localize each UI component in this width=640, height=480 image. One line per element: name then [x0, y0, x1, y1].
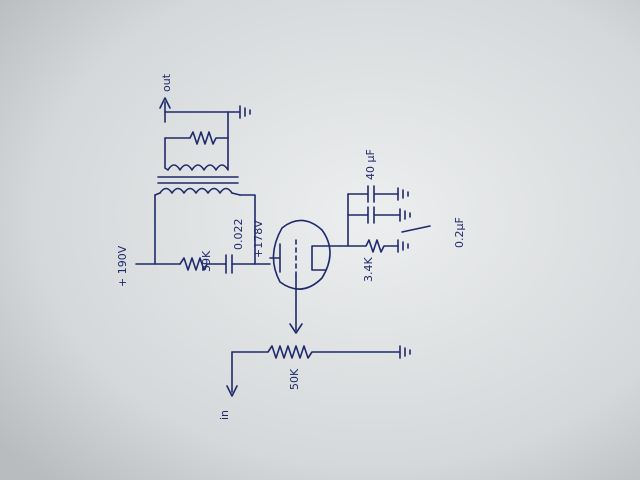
cathode-resistor-label: 3.4K	[362, 257, 375, 282]
plate-voltage-label: +178V	[252, 220, 265, 258]
load-resistor-frame	[164, 131, 229, 145]
ground-symbol-cathode-2	[399, 208, 411, 222]
tube-envelope	[272, 219, 331, 290]
bypass-cap-label: 0.2µF	[453, 217, 466, 248]
input-pot-label: 50K	[288, 368, 301, 390]
bypass-label-pointer	[401, 225, 431, 233]
triode-tube	[269, 219, 341, 331]
plate-resistor-label: 39K	[200, 250, 213, 272]
filter-cap-branch	[347, 185, 399, 203]
ground-symbol-cathode-3	[397, 239, 409, 253]
output-label: out	[160, 73, 173, 92]
primary-winding	[159, 187, 233, 194]
filter-cap-label: 40 µF	[364, 149, 377, 180]
wiper-arrow	[289, 323, 303, 334]
cathode-resistor	[347, 239, 399, 253]
ground-symbol-input	[399, 345, 411, 359]
output-transformer	[154, 97, 241, 196]
ground-symbol-secondary	[239, 105, 251, 119]
input-potentiometer	[231, 345, 401, 359]
input-arrow	[226, 385, 238, 397]
bypass-cap-branch	[347, 206, 401, 224]
transformer-to-plate-wire	[239, 194, 256, 265]
input-label: in	[218, 410, 231, 420]
ground-symbol-cathode-1	[397, 187, 409, 201]
output-arrow	[159, 97, 171, 109]
coupling-cap-label: 0.022	[232, 219, 245, 251]
tube-plate	[269, 243, 281, 273]
secondary-winding	[164, 137, 229, 171]
tube-cathode	[311, 245, 341, 271]
primary-leads	[154, 192, 241, 196]
plate-resistor	[179, 257, 227, 271]
supply-voltage-label: + 190V	[116, 245, 129, 287]
